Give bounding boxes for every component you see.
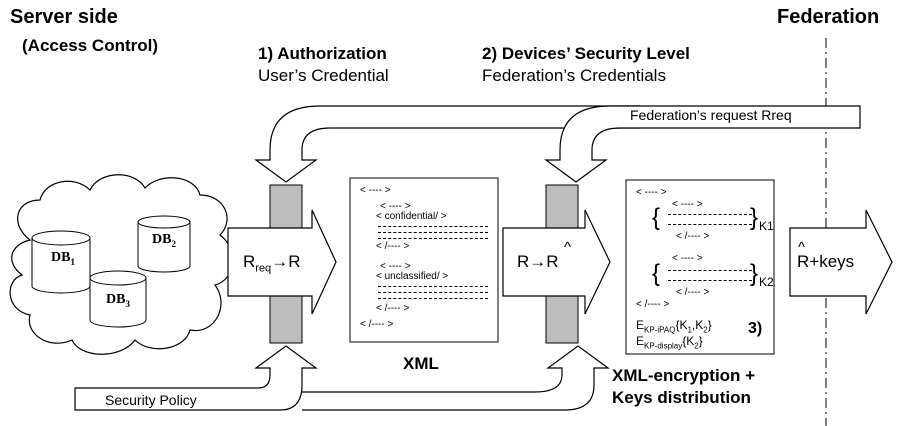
- enc-caption-line2: Keys distribution: [612, 388, 751, 407]
- xml-line-close-2: < /---- >: [376, 303, 410, 314]
- enc-dash-3: [668, 270, 752, 271]
- security-policy-arrow: [74, 345, 318, 411]
- xml-line-close-1: < /---- >: [376, 241, 410, 252]
- db2-cylinder: [137, 215, 191, 273]
- step1-subtitle: User’s Credential: [258, 66, 389, 85]
- xml-dash-5: [378, 292, 488, 293]
- enc-dash-4: [668, 280, 752, 281]
- rhat-keys-arrow: [789, 209, 893, 315]
- enc-line-open-2: < ---- >: [672, 253, 703, 264]
- encrypted-document-box: [625, 179, 775, 355]
- xml-dash-1: [378, 226, 488, 227]
- access-control-subtitle: (Access Control): [22, 36, 159, 55]
- server-side-title: Server side: [10, 6, 118, 28]
- key-k2-label: K2: [759, 275, 774, 289]
- ekp-display-formula: EKP-display{K2}: [636, 334, 703, 351]
- xml-line-open-1: < ---- >: [380, 201, 411, 212]
- enc-line-open-1: < ---- >: [672, 199, 703, 210]
- db2-label: DB2: [152, 232, 176, 249]
- enc-caption-line1: XML-encryption +: [612, 366, 756, 385]
- security-policy-label: Security Policy: [105, 392, 197, 408]
- r-to-rhat-arrow: [502, 209, 611, 315]
- enc-line-open-root: < ---- >: [636, 187, 667, 198]
- db1-cylinder: [31, 230, 91, 294]
- rreq-to-r-label: Rreq→R: [243, 252, 301, 275]
- federation-title: Federation: [777, 6, 880, 28]
- enc-line-close-2: < /---- >: [676, 287, 710, 298]
- xml-dash-2: [378, 232, 488, 233]
- enc-dash-1: [668, 214, 752, 215]
- xml-line-open-2: < ---- >: [380, 261, 411, 272]
- security-policy-branch: [302, 345, 610, 411]
- xml-caption: XML: [403, 354, 439, 373]
- db3-cylinder: [89, 270, 147, 328]
- federation-request-branch: [544, 105, 640, 183]
- r-to-rhat-label: R→R: [517, 252, 559, 271]
- xml-dash-3: [378, 238, 488, 239]
- enc-brace-close-2: }: [750, 260, 759, 287]
- enc-dash-2: [668, 224, 752, 225]
- enc-brace-open-2: {: [652, 260, 661, 287]
- ekp-ipaq-formula: EKP-iPAQ{K1,K2}: [636, 318, 712, 335]
- r-hat-mark: ^: [564, 239, 572, 256]
- federation-request-arrow: [254, 105, 861, 183]
- step3-label: 3): [748, 320, 763, 337]
- db1-label: DB1: [51, 250, 75, 267]
- xml-line-unclassified: < unclassified/ >: [376, 271, 449, 282]
- xml-line-open-root: < ---- >: [360, 185, 391, 196]
- key-k1-label: K1: [759, 219, 774, 233]
- rhat-keys-hat-mark: ^: [798, 239, 806, 256]
- federation-request-label: Federation’s request Rreq: [630, 107, 792, 123]
- step2-subtitle: Federation’s Credentials: [482, 66, 666, 85]
- step1-title: 1) Authorization: [258, 44, 387, 63]
- enc-line-close-1: < /---- >: [676, 231, 710, 242]
- step2-title: 2) Devices’ Security Level: [482, 44, 690, 63]
- db3-label: DB3: [106, 292, 130, 309]
- xml-line-close-root: < /---- >: [360, 319, 394, 330]
- xml-dash-4: [378, 286, 488, 287]
- enc-brace-close-1: }: [750, 204, 759, 231]
- rreq-to-r-arrow: [227, 209, 337, 315]
- enc-line-close-root: < /---- >: [636, 299, 670, 310]
- rhat-keys-label: R+keys: [797, 252, 855, 271]
- xml-dash-6: [378, 298, 488, 299]
- enc-brace-open-1: {: [652, 204, 661, 231]
- xml-document-box: [349, 177, 499, 343]
- xml-line-confidential: < confidential/ >: [376, 211, 447, 222]
